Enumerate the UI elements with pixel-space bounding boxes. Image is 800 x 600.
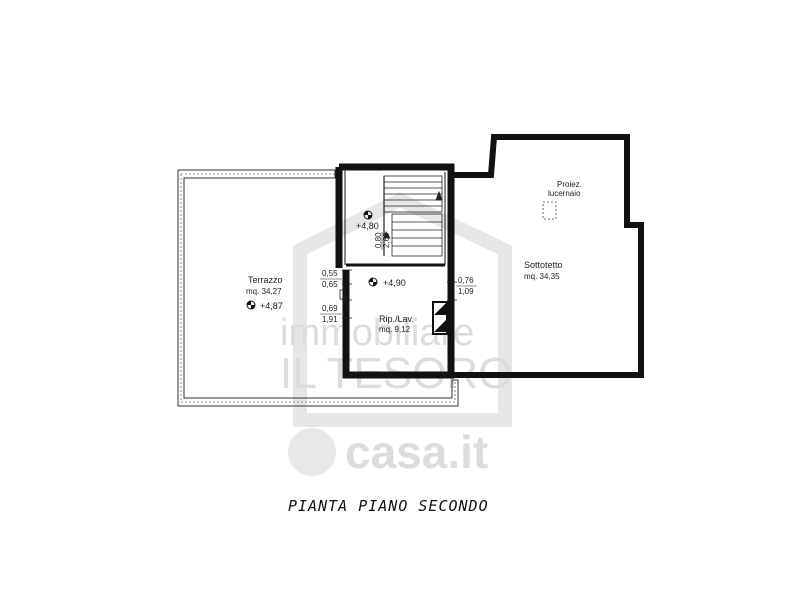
riplav-area: mq. 9,12: [379, 325, 411, 334]
skylight-projection: [542, 201, 557, 220]
plan-caption: PIANTA PIANO SECONDO: [288, 497, 489, 515]
level-symbol-icon: [363, 210, 373, 220]
stair-dim-a: 0,80: [374, 232, 383, 248]
terrazzo-name: Terrazzo: [248, 275, 283, 285]
proiez-line1: Proiez.: [557, 180, 582, 189]
dim1-top: 0,55: [322, 269, 338, 278]
dim3-top: 0,76: [458, 276, 474, 285]
attic-walls: [451, 134, 644, 378]
level-symbol-icon: [246, 300, 256, 310]
stair-dim-b: 2,69: [382, 232, 391, 248]
terrace-outline: [177, 169, 459, 407]
openings: [339, 269, 457, 319]
sottotetto-name: Sottotetto: [524, 260, 563, 270]
landing-level: +4,80: [356, 221, 379, 231]
terrazzo-level: +4,87: [260, 301, 283, 311]
casa-logo-icon: [288, 428, 336, 476]
level-symbol-icon: [368, 277, 378, 287]
dim2-bottom: 1,91: [322, 315, 338, 324]
riplav-name: Rip./Lav.: [379, 314, 414, 324]
watermark: immobiliare IL TESORO casa.it: [280, 192, 512, 478]
dim2-top: 0,69: [322, 304, 338, 313]
watermark-house-icon: [293, 192, 512, 427]
flue-block: [432, 301, 448, 335]
dim1-bottom: 0,65: [322, 280, 338, 289]
staircase: [383, 175, 443, 257]
dim3-bottom: 1,09: [458, 287, 474, 296]
inner-walls: [344, 170, 446, 267]
sottotetto-area: mq. 34,35: [524, 272, 560, 281]
proiez-line2: lucernaio: [548, 189, 581, 198]
terrazzo-area: mq. 34,27: [246, 287, 282, 296]
watermark-brand: casa.it: [345, 426, 488, 478]
hall-level: +4,90: [383, 278, 406, 288]
